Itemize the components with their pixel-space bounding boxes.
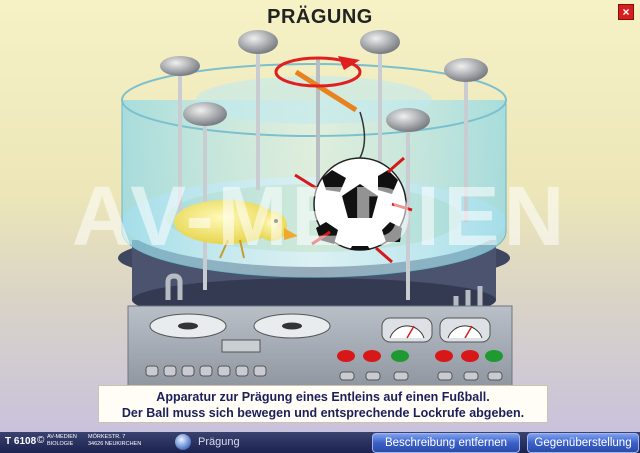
- publisher: AV-MEDIEN BIOLOGIE: [47, 434, 77, 448]
- lamp-right-front: [386, 108, 430, 300]
- address: MÖRKESTR. 7 34626 NEUKIRCHEN: [88, 434, 141, 448]
- page-title: PRÄGUNG: [267, 6, 373, 28]
- stage: AV-MEDIEN PRÄGUNG × Apparatur zur Prägun…: [0, 0, 640, 432]
- copyright-icon: ©: [37, 435, 45, 446]
- globe-icon[interactable]: [175, 434, 191, 450]
- gauge-right: [439, 317, 491, 343]
- chapter-label: Prägung: [198, 436, 240, 448]
- publisher-line-1: AV-MEDIEN: [47, 434, 77, 440]
- remove-description-button[interactable]: Beschreibung entfernen: [372, 433, 520, 453]
- soccer-ball: [313, 157, 407, 251]
- product-code: T 6108: [5, 436, 37, 447]
- lamp-left-back: [160, 56, 200, 222]
- rotation-arrow: [274, 56, 362, 88]
- imprinting-apparatus: [118, 30, 513, 389]
- lamp-right-back: [444, 58, 488, 222]
- publisher-line-2: BIOLOGIE: [47, 441, 74, 447]
- comparison-button[interactable]: Gegenüberstellung: [527, 433, 639, 453]
- gauge-left: [381, 317, 433, 343]
- caption-box: Apparatur zur Prägung eines Entleins auf…: [98, 385, 548, 423]
- caption-line-1: Apparatur zur Prägung eines Entleins auf…: [156, 390, 490, 404]
- rotating-bar: [294, 69, 358, 113]
- bottom-bar: T 6108 © AV-MEDIEN BIOLOGIE MÖRKESTR. 7 …: [0, 432, 640, 453]
- close-icon[interactable]: ×: [618, 4, 634, 20]
- water-top: [196, 76, 432, 124]
- lamp-center-left: [238, 30, 278, 190]
- duckling: [174, 200, 298, 259]
- tape-recorder: [149, 313, 331, 353]
- indicator-buttons: [337, 350, 503, 362]
- control-knobs: [145, 365, 503, 381]
- caption-line-2: Der Ball muss sich bewegen und entsprech…: [121, 406, 525, 420]
- address-line-2: 34626 NEUKIRCHEN: [88, 441, 142, 447]
- motion-lines: [294, 156, 413, 264]
- address-line-1: MÖRKESTR. 7: [88, 434, 126, 440]
